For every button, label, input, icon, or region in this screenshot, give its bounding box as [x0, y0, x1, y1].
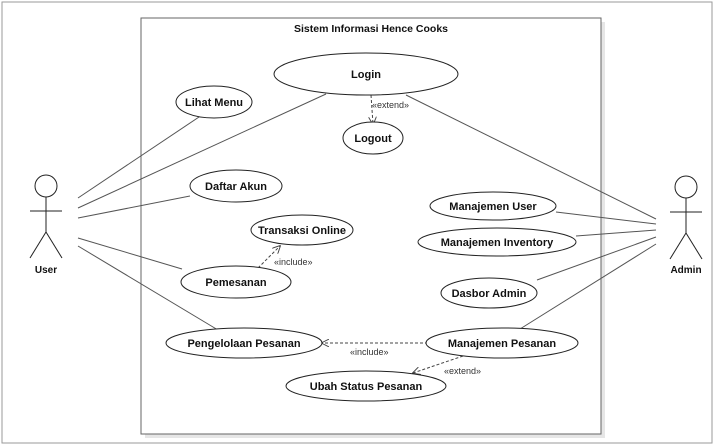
assoc-admin-login [405, 94, 657, 220]
assoc-user-login [77, 93, 327, 209]
assoc-user-pengelolaan [77, 245, 219, 331]
svg-text:Daftar Akun: Daftar Akun [205, 181, 267, 193]
actor-user-label: User [35, 265, 57, 276]
assoc-admin-dasbor [536, 236, 657, 281]
use-case-manajemen-inventory[interactable]: Manajemen Inventory [417, 227, 577, 257]
use-case-dasbor-admin[interactable]: Dasbor Admin [440, 277, 538, 309]
assoc-user-lihat-menu [77, 114, 203, 199]
use-case-daftar-akun[interactable]: Daftar Akun [189, 169, 283, 203]
dep-include-pemesanan-transaksi [257, 246, 280, 269]
use-case-pemesanan[interactable]: Pemesanan [180, 265, 292, 299]
actor-admin[interactable] [669, 175, 703, 260]
stereotype-include-manajemen: «include» [350, 347, 389, 357]
actor-user[interactable] [29, 174, 63, 259]
svg-text:Logout: Logout [354, 133, 392, 145]
dep-extend-manajemen-ubah [413, 355, 464, 373]
stereotype-include-pemesanan: «include» [274, 257, 313, 267]
svg-text:Dasbor Admin: Dasbor Admin [452, 288, 527, 300]
use-case-manajemen-pesanan[interactable]: Manajemen Pesanan [425, 327, 579, 359]
use-cases: Login Logout Lihat Menu Daftar Akun Tran… [165, 52, 579, 402]
assoc-admin-manajemen-user [555, 211, 657, 225]
assoc-user-pemesanan [77, 237, 183, 270]
svg-text:Pemesanan: Pemesanan [205, 277, 266, 289]
use-case-pengelolaan-pesanan[interactable]: Pengelolaan Pesanan [165, 327, 323, 359]
svg-text:Manajemen Inventory: Manajemen Inventory [441, 237, 554, 249]
svg-text:Login: Login [351, 69, 381, 81]
dependencies [257, 94, 464, 373]
svg-text:Transaksi Online: Transaksi Online [258, 225, 346, 237]
assoc-admin-manajemen-inventory [575, 229, 657, 237]
system-title: Sistem Informasi Hence Cooks [294, 23, 448, 35]
svg-text:Manajemen Pesanan: Manajemen Pesanan [448, 338, 556, 350]
use-case-lihat-menu[interactable]: Lihat Menu [175, 85, 253, 119]
assoc-admin-manajemen-pesanan [519, 243, 657, 330]
stereotype-extend-manajemen: «extend» [444, 366, 481, 376]
use-case-logout[interactable]: Logout [342, 121, 404, 155]
use-case-transaksi-online[interactable]: Transaksi Online [250, 214, 354, 246]
svg-text:Lihat Menu: Lihat Menu [185, 97, 243, 109]
stereotype-extend-login: «extend» [372, 100, 409, 110]
actor-admin-label: Admin [670, 265, 701, 276]
svg-text:Ubah Status Pesanan: Ubah Status Pesanan [310, 381, 423, 393]
assoc-user-daftar-akun [77, 195, 191, 219]
actor-user-head [34, 174, 58, 198]
use-case-ubah-status-pesanan[interactable]: Ubah Status Pesanan [285, 370, 447, 402]
use-case-manajemen-user[interactable]: Manajemen User [429, 191, 557, 221]
svg-text:Pengelolaan Pesanan: Pengelolaan Pesanan [187, 338, 300, 350]
svg-text:Manajemen User: Manajemen User [449, 201, 537, 213]
use-case-login[interactable]: Login [273, 52, 459, 96]
actor-admin-head [674, 175, 698, 199]
user-associations [77, 93, 327, 331]
admin-associations [405, 94, 657, 330]
